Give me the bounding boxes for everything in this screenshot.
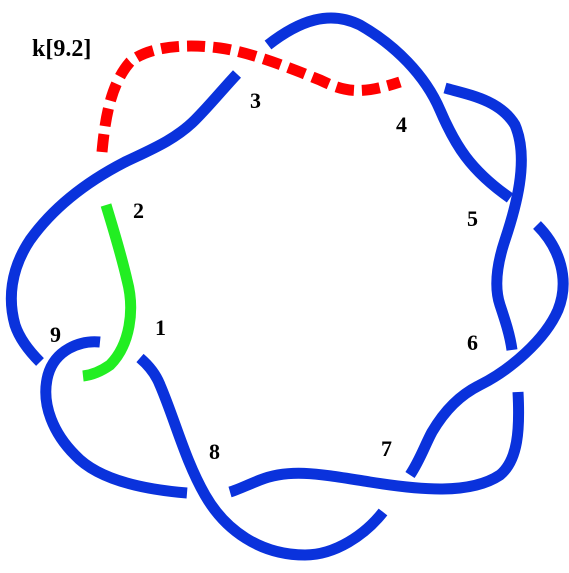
crossing-label-3: 3 bbox=[250, 88, 261, 113]
blue-strand-group bbox=[5, 12, 569, 561]
crossing-label-5: 5 bbox=[467, 206, 478, 231]
crossing-label-8: 8 bbox=[209, 439, 220, 464]
knot-title: k[9.2] bbox=[32, 36, 91, 62]
blue-strand-segment bbox=[264, 12, 514, 203]
blue-strand-segment bbox=[228, 391, 525, 498]
dashed-strand bbox=[96, 40, 402, 153]
crossing-label-6: 6 bbox=[467, 330, 478, 355]
crossing-label-9: 9 bbox=[50, 322, 61, 347]
blue-strand-segment bbox=[5, 70, 242, 366]
crossing-label-2: 2 bbox=[133, 198, 144, 223]
crossing-label-4: 4 bbox=[396, 112, 407, 137]
crossing-label-7: 7 bbox=[381, 436, 392, 461]
blue-strand-segment bbox=[405, 221, 569, 479]
blue-strand-segment bbox=[40, 336, 188, 499]
highlight-strand bbox=[82, 203, 137, 382]
blue-strand-segment bbox=[136, 353, 388, 561]
crossing-label-1: 1 bbox=[155, 315, 166, 340]
blue-strand-segment bbox=[443, 82, 527, 351]
